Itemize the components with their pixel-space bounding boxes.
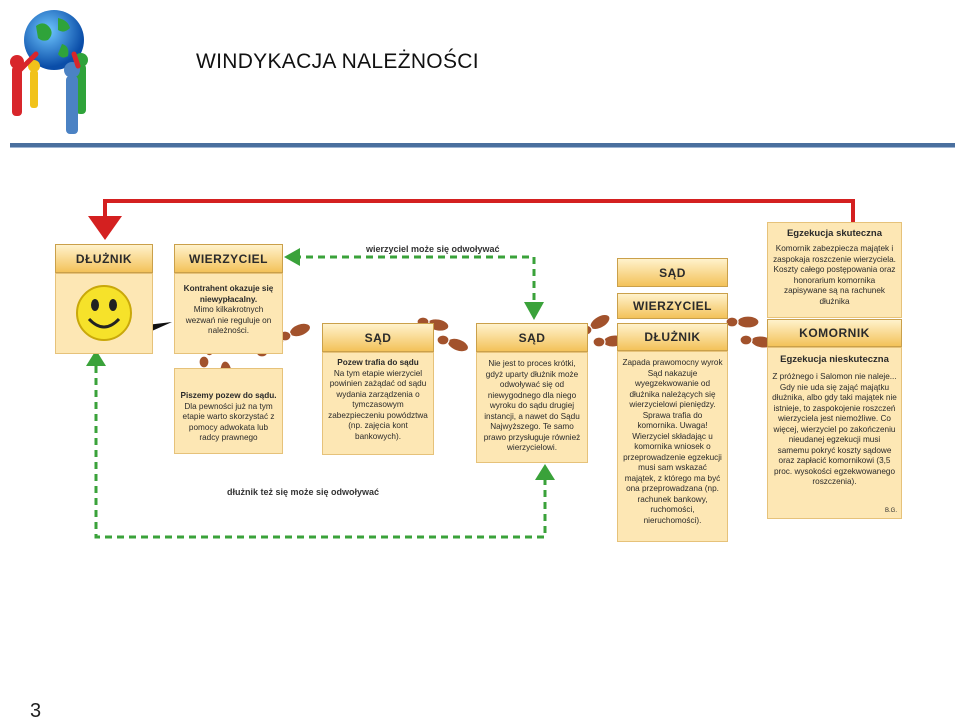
komornik-header: KOMORNIK [767, 319, 902, 347]
egzekucja-skuteczna-title: Egzekucja skuteczna [786, 228, 883, 239]
page-number: 3 [30, 700, 42, 722]
stack-dluznik-header: DŁUŻNIK [617, 323, 728, 351]
green-arrowhead-up-right [535, 464, 555, 480]
slide-title: WINDYKACJA NALEŻNOŚCI [196, 50, 479, 73]
pozew-box: Piszemy pozew do sądu. Dla pewności już … [174, 368, 283, 454]
lightning-icon [104, 322, 172, 346]
red-return-line [103, 199, 855, 222]
sad2-box: SĄD Nie jest to proces krótki, gdyż upar… [476, 323, 588, 463]
green-arrowhead-left [284, 248, 300, 266]
green-dashed-bottom [94, 366, 547, 539]
smiley-icon [76, 285, 132, 341]
globe-people-logo-icon [6, 4, 98, 138]
wierzyciel-body: Kontrahent okazuje się niewypłacalny. Mi… [174, 273, 283, 354]
footprint-icon [725, 315, 760, 329]
court-stack: SĄD WIERZYCIEL DŁUŻNIK Zapada prawomocny… [617, 258, 728, 542]
pozew-text: Dla pewności już na tym etapie warto sko… [182, 401, 275, 443]
sad1-box: SĄD Pozew trafia do sądu Na tym etapie w… [322, 323, 434, 455]
komornik-body: Egzekucja nieskuteczna Z próżnego i Salo… [767, 347, 902, 519]
stack-wierzyciel-header: WIERZYCIEL [617, 293, 728, 319]
sad2-body: Nie jest to proces krótki, gdyż uparty d… [476, 352, 588, 463]
egzekucja-skuteczna-box: Egzekucja skuteczna Komornik zabezpiecza… [767, 222, 902, 318]
sad1-header: SĄD [322, 323, 434, 352]
sad1-text: Na tym etapie wierzyciel powinien zażąda… [328, 368, 428, 441]
wierzyciel-text: Mimo kilkakrotnych wezwań nie reguluje o… [185, 305, 272, 335]
green-arrowhead-down [524, 302, 544, 320]
komornik-box: KOMORNIK Egzekucja nieskuteczna Z próżne… [767, 319, 902, 519]
red-arrowhead [88, 216, 122, 240]
pozew-lead: Piszemy pozew do sądu. [180, 391, 277, 400]
dluznik-body [55, 273, 153, 354]
komornik-title: Egzekucja nieskuteczna [780, 354, 889, 365]
dluznik-header: DŁUŻNIK [55, 244, 153, 273]
sad2-text: Nie jest to proces krótki, gdyż uparty d… [483, 359, 581, 452]
stack-text: Zapada prawomocny wyrok Sąd nakazuje wye… [622, 358, 723, 525]
footprint-icon [278, 322, 312, 342]
wierzyciel-lead: Kontrahent okazuje się niewypłacalny. [183, 284, 274, 304]
green-arrowhead-up-left [86, 350, 106, 366]
note-wierzyciel-appeal: wierzyciel może się odwoływać [366, 244, 500, 254]
wierzyciel-box: WIERZYCIEL Kontrahent okazuje się niewyp… [174, 244, 283, 354]
footprint-icon [436, 334, 470, 353]
sad1-body: Pozew trafia do sądu Na tym etapie wierz… [322, 352, 434, 455]
stack-sad-header: SĄD [617, 258, 728, 287]
green-dashed-top [290, 255, 536, 300]
wierzyciel-header: WIERZYCIEL [174, 244, 283, 273]
egzekucja-skuteczna-text: Komornik zabezpiecza majątek i zaspokaja… [773, 244, 896, 306]
sad1-lead: Pozew trafia do sądu [337, 358, 419, 367]
komornik-text: Z próżnego i Salomon nie naleje... Gdy n… [772, 372, 897, 487]
komornik-signature: B.G. [884, 508, 897, 515]
note-dluznik-appeal: dłużnik też się może się odwoływać [227, 487, 380, 497]
dluznik-left-box: DŁUŻNIK [55, 244, 153, 354]
title-divider [10, 143, 955, 148]
sad2-header: SĄD [476, 323, 588, 352]
stack-body: Zapada prawomocny wyrok Sąd nakazuje wye… [617, 351, 728, 542]
